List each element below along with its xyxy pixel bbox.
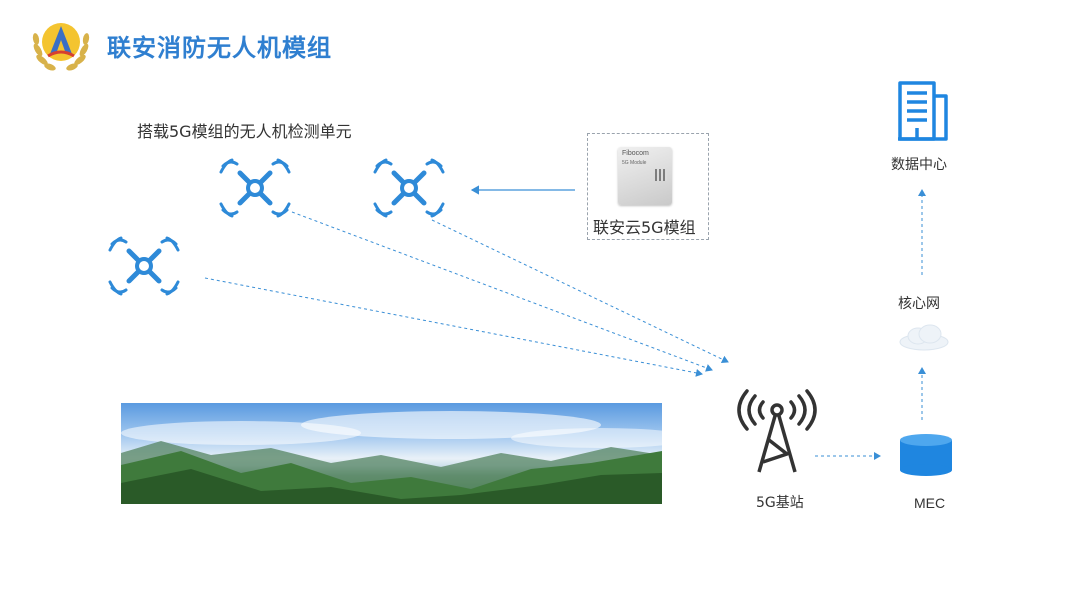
drone-link-line: [431, 219, 729, 364]
data-center-label: 数据中心: [891, 157, 947, 173]
drone-link-line: [291, 211, 713, 372]
drone-icon: [373, 158, 445, 218]
core-network-label: 核心网: [898, 296, 940, 312]
base-station-label: 5G基站: [756, 495, 804, 511]
module-chip: Fibocom 5G Module: [618, 147, 672, 205]
database-icon: [900, 434, 952, 476]
logo: [30, 14, 92, 76]
cloud-icon: [899, 324, 949, 351]
chip-model: 5G Module: [622, 160, 647, 166]
module-label: 联安云5G模组: [593, 218, 696, 237]
drone-link-line: [204, 277, 703, 377]
cell-tower-icon: [737, 389, 817, 473]
drone-icon: [108, 236, 180, 296]
module-box: [587, 133, 709, 240]
mountain-landscape-image: [121, 403, 662, 504]
chip-brand: Fibocom: [622, 150, 649, 157]
mec-label: MEC: [914, 495, 946, 511]
qr-code-icon: [655, 169, 667, 181]
drone-unit-caption: 搭载5G模组的无人机检测单元: [137, 122, 352, 141]
building-icon: [898, 81, 948, 141]
drone-icon: [219, 158, 291, 218]
page-title: 联安消防无人机模组: [107, 34, 332, 62]
